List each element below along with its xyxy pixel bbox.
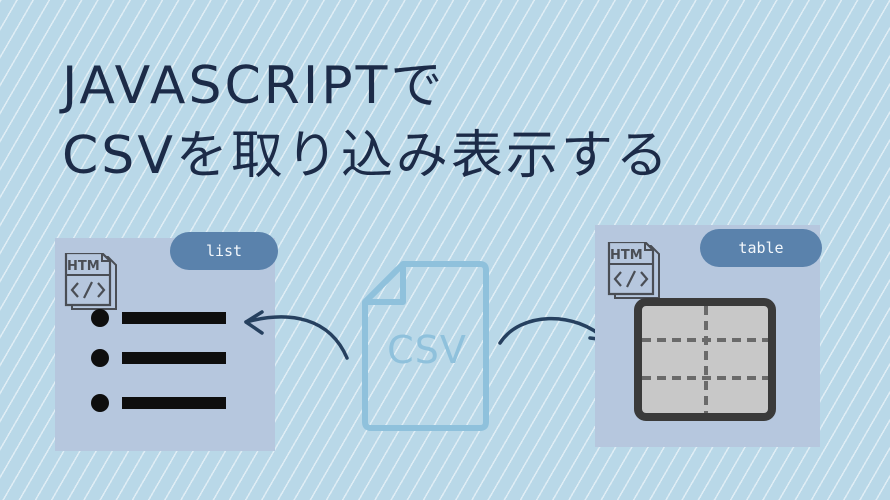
html-file-icon: HTM	[62, 251, 122, 319]
html-file-icon: HTM	[605, 240, 665, 308]
table-tag-label: table	[700, 229, 822, 267]
arrow-to-list-icon	[244, 310, 349, 360]
title-line-1: JAVASCRIPTで	[62, 56, 446, 116]
title-line-2: CSVを取り込み表示する	[62, 126, 671, 186]
csv-file-label: CSV	[387, 328, 467, 372]
html-icon-text: HTM	[610, 248, 643, 263]
list-tag-label: list	[170, 232, 278, 270]
html-icon-text: HTM	[67, 259, 100, 274]
